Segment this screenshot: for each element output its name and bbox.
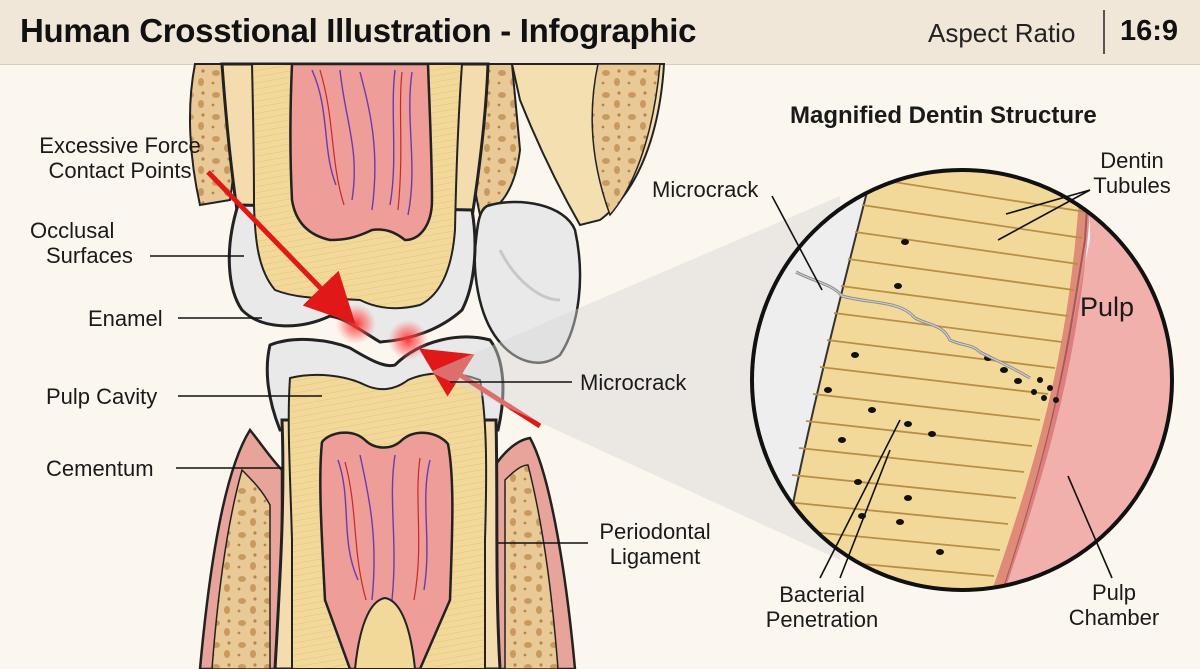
label-periodontal-line1: Periodontal xyxy=(599,519,711,544)
aspect-ratio-label: Aspect Ratio xyxy=(928,18,1076,48)
lower-bone-right xyxy=(504,464,559,669)
label-occlusal-surfaces: Occlusal Surfaces xyxy=(30,218,133,268)
mag-label-bacterial-penetration: Bacterial Penetration xyxy=(757,582,887,632)
upper-right-bone-patch xyxy=(591,63,661,217)
magnified-circle-border xyxy=(750,168,1174,592)
label-occlusal-line2: Surfaces xyxy=(46,243,133,268)
label-periodontal-ligament: Periodontal Ligament xyxy=(594,519,716,569)
label-excessive-force-line1: Excessive Force xyxy=(39,133,201,158)
lower-bone-left xyxy=(211,468,271,669)
lower-pulp xyxy=(319,431,454,669)
label-pulp-cavity: Pulp Cavity xyxy=(46,384,158,409)
mag-label-bacterial-line1: Bacterial xyxy=(779,582,865,607)
mag-label-dentin-line1: Dentin xyxy=(1100,148,1164,173)
leader-lines xyxy=(150,189,1113,579)
aspect-divider xyxy=(1103,10,1105,54)
label-excessive-force-line2: Contact Points xyxy=(48,158,192,183)
contact-glow-left xyxy=(336,304,376,344)
mag-label-dentin-tubules: Dentin Tubules xyxy=(1082,148,1182,198)
label-cementum: Cementum xyxy=(46,456,154,481)
magnification-cone xyxy=(430,196,840,560)
mag-label-bacterial-line2: Penetration xyxy=(765,607,879,632)
contact-glow-right xyxy=(388,320,428,360)
bacteria-dots xyxy=(824,239,1059,555)
label-periodontal-line2: Ligament xyxy=(609,544,701,569)
mag-label-pulp: Pulp xyxy=(1080,292,1135,322)
magnified-title: Magnified Dentin Structure xyxy=(790,102,1097,129)
mag-pulp-edge xyxy=(989,199,1091,590)
header-bar: Human Crosstional Illustration - Infogra… xyxy=(0,0,1200,65)
label-enamel: Enamel xyxy=(88,306,163,331)
mag-label-pulp-chamber-line2: Chamber xyxy=(1068,605,1160,630)
page-title: Human Crosstional Illustration - Infogra… xyxy=(20,12,697,49)
mag-label-pulp-chamber: Pulp Chamber xyxy=(1058,580,1170,630)
force-arrow-upper xyxy=(206,170,356,324)
label-excessive-force: Excessive Force Contact Points xyxy=(30,133,210,183)
force-arrow-lower xyxy=(418,348,542,429)
label-occlusal-line1: Occlusal xyxy=(30,218,115,243)
upper-pulp xyxy=(289,62,434,242)
mag-label-microcrack: Microcrack xyxy=(652,177,759,202)
mag-label-pulp-chamber-line1: Pulp xyxy=(1091,580,1137,605)
label-microcrack: Microcrack xyxy=(580,370,687,395)
lower-root-canal xyxy=(353,596,417,669)
aspect-ratio-value: 16:9 xyxy=(1120,15,1179,47)
mag-label-dentin-line2: Tubules xyxy=(1093,173,1171,198)
